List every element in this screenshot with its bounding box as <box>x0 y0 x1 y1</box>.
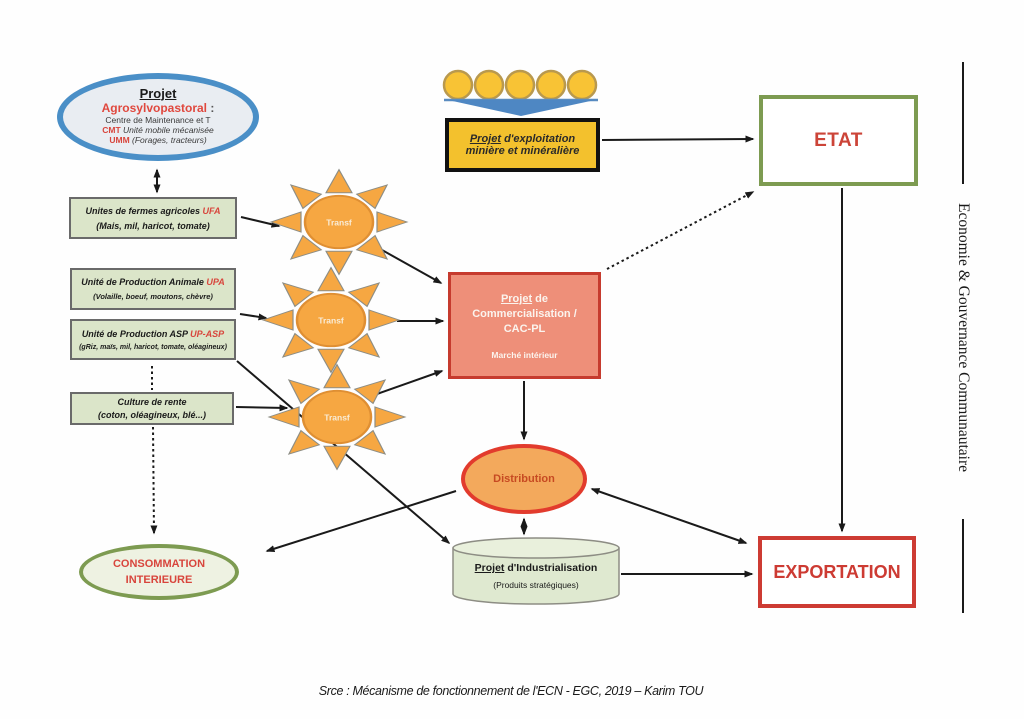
svg-text:Transf: Transf <box>326 218 352 228</box>
